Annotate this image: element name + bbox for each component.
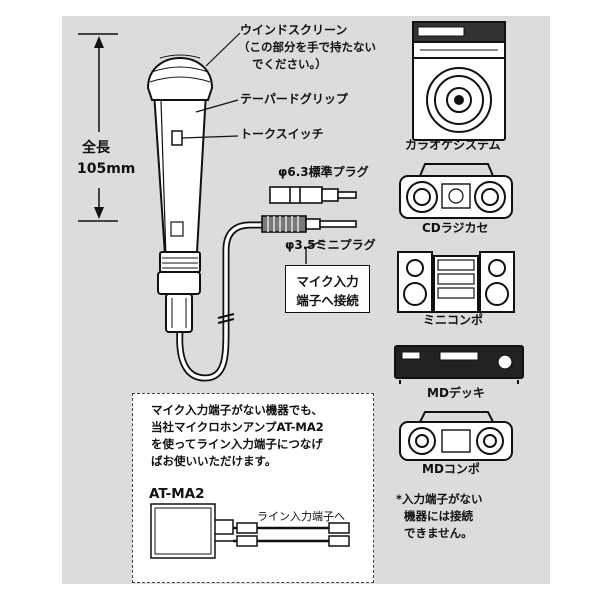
adapter-note-line3: を使ってライン入力端子につなげ [151, 437, 323, 451]
device-label-mini-component: ミニコンポ [423, 313, 484, 327]
windscreen-note-line2: でください。） [252, 57, 327, 71]
grip-label: テーパードグリップ [240, 92, 348, 106]
adapter-illustration [150, 503, 350, 559]
leader-lines [181, 32, 241, 139]
windscreen-note-line1: （この部分を手で持たない [238, 40, 376, 54]
plug-35-label: φ3.5ミニプラグ [285, 238, 376, 252]
device-label-md-deck: MDデッキ [427, 386, 485, 400]
connect-arrow [305, 239, 325, 264]
device-note-line1: *入力端子がない [396, 492, 483, 506]
length-label: 全長 [82, 140, 110, 156]
adapter-model-label: AT-MA2 [149, 486, 205, 502]
plug-635-illustration [269, 186, 357, 204]
connect-line1: マイク入力 [296, 274, 359, 289]
adapter-note-line1: マイク入力端子がない機器でも、 [151, 403, 323, 417]
plug-635-label: φ6.3標準プラグ [278, 165, 369, 179]
adapter-note-box: マイク入力端子がない機器でも、 当社マイクロホンアンプAT-MA2 を使ってライ… [132, 393, 374, 583]
length-value: 105mm [77, 161, 136, 177]
md-component-icon [399, 411, 513, 461]
plug-35-illustration [261, 215, 357, 233]
mic-input-connect-badge: マイク入力 端子へ接続 [285, 265, 370, 313]
microphone-illustration [146, 54, 262, 382]
md-deck-icon [394, 345, 524, 384]
talk-switch-label: トークスイッチ [240, 127, 324, 141]
cd-boombox-icon [399, 163, 513, 219]
adapter-note-line2: 当社マイクロホンアンプAT-MA2 [151, 420, 324, 434]
connect-line2: 端子へ接続 [296, 293, 359, 308]
device-note-line3: できません。 [404, 526, 473, 540]
device-label-karaoke: カラオケシステム [405, 138, 501, 152]
mini-component-stereo-icon [397, 251, 515, 313]
device-note-line2: 機器には接続 [404, 509, 473, 523]
length-dimension-arrow [78, 33, 118, 222]
windscreen-label: ウインドスクリーン [240, 23, 348, 37]
adapter-note-line4: ばお使いいただけます。 [151, 454, 277, 468]
device-label-cd-boombox: CDラジカセ [422, 221, 489, 235]
line-input-label: ライン入力端子へ [257, 510, 345, 523]
karaoke-system-icon [412, 21, 506, 141]
device-label-md-component: MDコンポ [422, 462, 480, 476]
